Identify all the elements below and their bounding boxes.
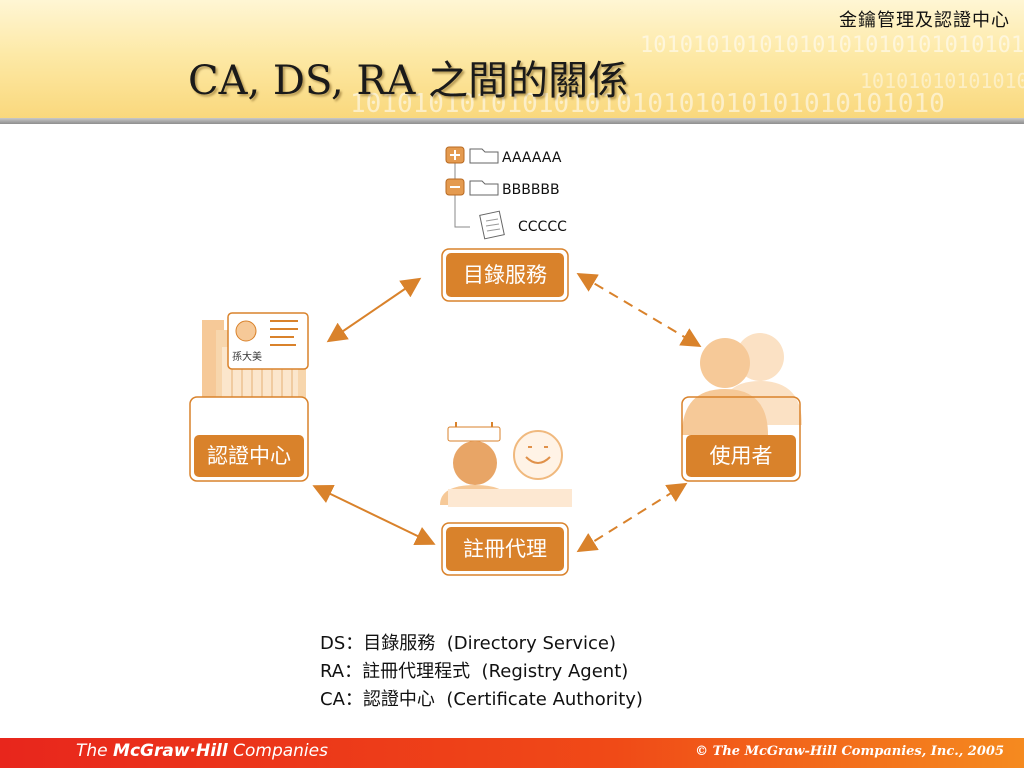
node-label-ds: 目錄服務 — [463, 263, 547, 287]
tree-item-aaaaaa: AAAAAA — [502, 150, 562, 166]
legend-separator: ： — [344, 689, 363, 710]
legend-abbr: RA — [320, 661, 345, 682]
tree-item-bbbbbb: BBBBBB — [502, 182, 560, 198]
binary-digits-row-3: 10101010101010101010101010101010101010 — [860, 69, 1024, 93]
header-subtitle: 金鑰管理及認證中心 — [839, 10, 1010, 31]
header-divider — [0, 118, 1024, 124]
relationship-diagram: AAAAAA BBBBBB CCCCC 目錄服務 孫大美 認證中心 — [189, 146, 802, 576]
legend-chinese: 目錄服務 — [363, 633, 436, 654]
arrow-ra-user — [576, 482, 688, 553]
brand-suffix: Companies — [227, 741, 328, 761]
arrow-ca-ra — [312, 484, 436, 546]
legend-row-ds: DS：目錄服務 (Directory Service) — [320, 630, 643, 658]
legend-abbr: CA — [320, 689, 345, 710]
users-icon — [682, 333, 802, 435]
node-certificate-authority: 認證中心 — [189, 396, 309, 482]
document-icon — [479, 210, 505, 240]
footer-bar: The McGraw·Hill Companies © The McGraw-H… — [0, 738, 1024, 768]
directory-tree: AAAAAA BBBBBB CCCCC — [445, 146, 567, 240]
legend-separator: ： — [345, 633, 364, 654]
node-label-ra: 註冊代理 — [463, 537, 547, 561]
arrow-ca-ds — [326, 277, 422, 343]
card-name: 孫大美 — [232, 350, 262, 363]
node-registry-agent: 註冊代理 — [441, 522, 569, 576]
legend-row-ca: CA：認證中心 (Certificate Authority) — [320, 686, 643, 714]
node-user: 使用者 — [681, 396, 801, 482]
binary-digits-row-1: 10101010101010101010101010101010101010 — [640, 33, 1024, 58]
brand-prefix: The — [76, 741, 114, 761]
legend-chinese: 認證中心 — [362, 689, 435, 710]
legend-english: (Directory Service) — [446, 633, 617, 654]
legend-chinese: 註冊代理程式 — [362, 661, 471, 682]
header-banner: 10101010101010101010101010101010101010 1… — [0, 0, 1024, 122]
open-folder-icon — [469, 180, 499, 196]
legend-separator: ： — [344, 661, 363, 682]
node-label-ca: 認證中心 — [207, 444, 291, 468]
legend-row-ra: RA：註冊代理程式 (Registry Agent) — [320, 658, 643, 686]
node-directory-service: 目錄服務 — [441, 248, 569, 302]
binary-background: 10101010101010101010101010101010101010 1… — [350, 33, 1024, 118]
legend-english: (Registry Agent) — [481, 661, 629, 682]
legend-english: (Certificate Authority) — [446, 689, 643, 710]
page-title: CA, DS, RA 之間的關係 — [188, 58, 629, 104]
legend-abbr: DS — [320, 633, 346, 654]
copyright-notice: © The McGraw-Hill Companies, Inc., 2005 — [695, 744, 1004, 759]
registry-agent-icon — [440, 422, 572, 507]
tree-item-ccccc: CCCCC — [518, 219, 567, 235]
brand-name: McGraw·Hill — [113, 741, 228, 761]
publisher-logo: The McGraw·Hill Companies — [76, 741, 328, 761]
folder-icon — [469, 148, 499, 164]
legend: DS：目錄服務 (Directory Service) RA：註冊代理程式 (R… — [320, 630, 643, 714]
binary-digits-row-2: 10101010101010101010101010101010101010 — [350, 89, 945, 118]
node-label-user: 使用者 — [710, 444, 773, 468]
arrow-ds-user — [576, 272, 702, 348]
